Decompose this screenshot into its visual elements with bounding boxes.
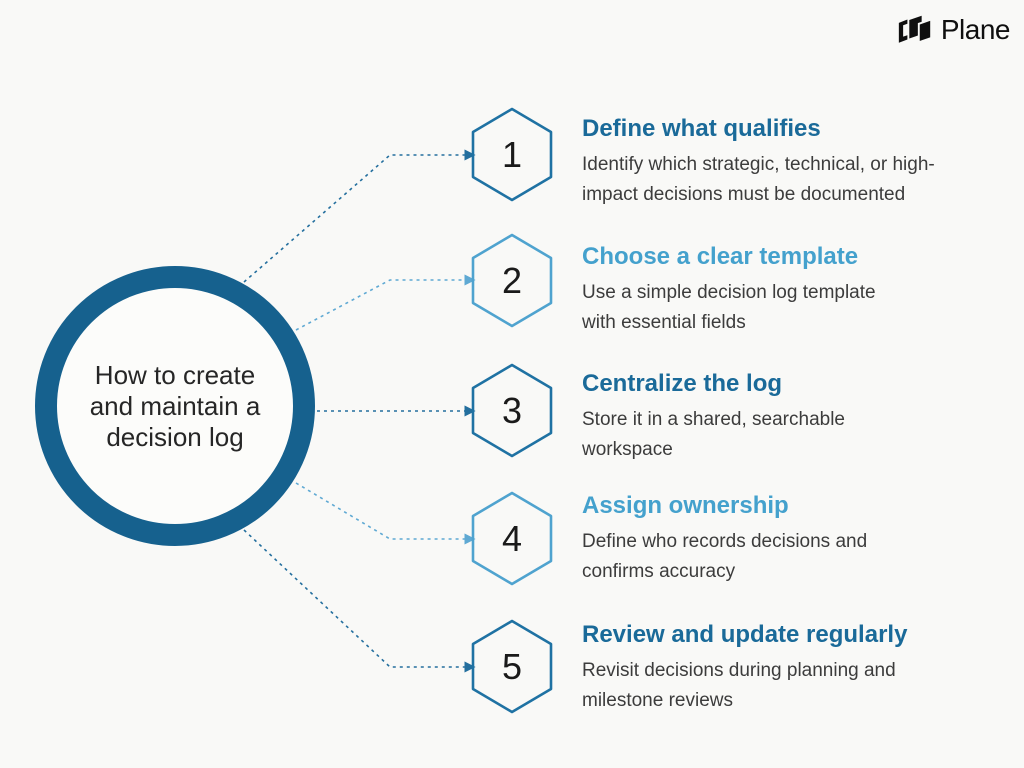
connector-step-1 — [243, 149, 476, 283]
hexagon-icon — [471, 233, 553, 328]
diagram-title: How to create and maintain a decision lo… — [89, 359, 261, 452]
step-1-text: Define what qualifies Identify which str… — [582, 116, 982, 209]
step-2-text: Choose a clear template Use a simple dec… — [582, 244, 982, 337]
hexagon-icon — [471, 107, 553, 202]
hexagon-step-4: 4 — [469, 490, 555, 587]
central-circle: How to create and maintain a decision lo… — [35, 266, 315, 546]
hexagon-icon — [471, 619, 553, 714]
connector-step-4 — [295, 482, 476, 545]
step-description: Store it in a shared, searchable workspa… — [582, 409, 845, 460]
step-description: Identify which strategic, technical, or … — [582, 154, 935, 205]
step-description: Revisit decisions during planning and mi… — [582, 660, 896, 711]
step-4-text: Assign ownership Define who records deci… — [582, 493, 982, 586]
step-number: 2 — [501, 259, 523, 301]
hexagon-step-2: 2 — [469, 232, 555, 329]
step-title: Define what qualifies — [582, 115, 821, 142]
step-title: Centralize the log — [582, 370, 783, 397]
connector-step-5 — [243, 529, 476, 673]
hexagon-icon — [471, 491, 553, 586]
hexagon-step-1: 1 — [469, 106, 555, 203]
hexagon-icon — [471, 363, 553, 458]
brand-lockup: Plane — [896, 13, 1011, 46]
brand-name: Plane — [940, 14, 1011, 45]
connector-step-2 — [295, 274, 476, 331]
step-description: Define who records decisions and confirm… — [582, 531, 868, 582]
step-number: 4 — [501, 517, 523, 559]
step-3-text: Centralize the log Store it in a shared,… — [582, 371, 982, 464]
plane-logo-icon — [898, 15, 932, 44]
step-number: 5 — [501, 645, 523, 687]
step-description: Use a simple decision log template with … — [582, 282, 876, 333]
step-title: Choose a clear template — [582, 243, 859, 270]
step-number: 3 — [501, 389, 523, 431]
step-5-text: Review and update regularly Revisit deci… — [582, 622, 982, 715]
hexagon-step-3: 3 — [469, 362, 555, 459]
step-title: Review and update regularly — [582, 621, 908, 648]
step-number: 1 — [501, 133, 523, 175]
step-title: Assign ownership — [582, 492, 789, 519]
hexagon-step-5: 5 — [469, 618, 555, 715]
